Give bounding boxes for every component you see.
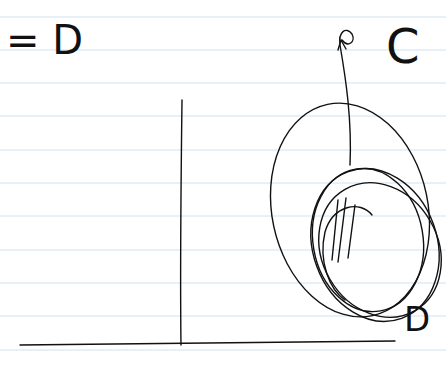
inner-ellipse	[301, 160, 434, 321]
outer-ellipse	[251, 88, 446, 332]
handwritten-label: C	[384, 22, 422, 70]
handwritten-label: = D	[4, 20, 85, 60]
scribble	[323, 207, 372, 300]
ink-strokes	[20, 30, 446, 345]
handwritten-label: D	[402, 302, 432, 336]
hatch	[332, 198, 355, 262]
arrow-head	[338, 40, 346, 50]
arrow-curve	[340, 30, 353, 165]
y-axis	[181, 100, 182, 345]
x-axis	[20, 341, 395, 345]
mid-ellipse	[295, 160, 446, 339]
mid-ellipse	[290, 150, 446, 339]
